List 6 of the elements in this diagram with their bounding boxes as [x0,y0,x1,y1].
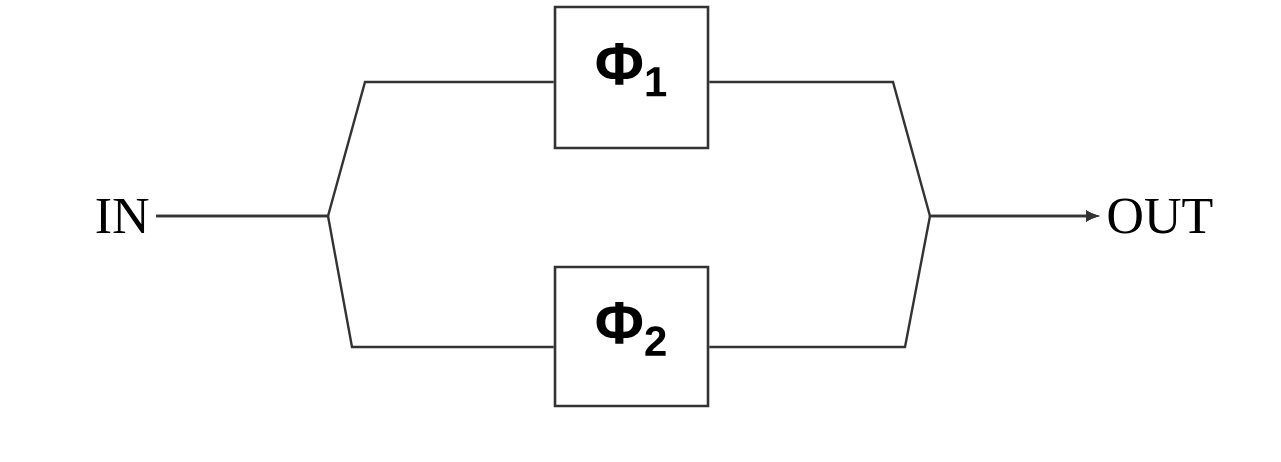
connector-line [156,214,554,349]
input-label: IN [96,198,149,233]
block-box: Φ$_{2}$ [553,265,710,408]
arrow [709,211,1097,349]
output-label: OUT [1108,198,1213,234]
block-box: Φ$_{1}$ [553,5,710,150]
